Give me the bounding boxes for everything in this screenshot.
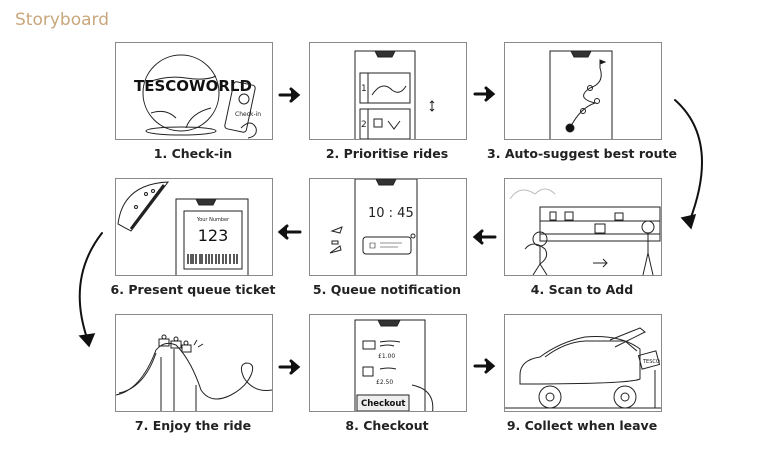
arrow-right-icon xyxy=(278,87,301,103)
step-label: 1. Check-in xyxy=(153,146,233,161)
step-label: 6. Present queue ticket xyxy=(110,282,276,297)
arrow-right-icon xyxy=(278,359,301,375)
checkout-tab-text: Checkout xyxy=(361,399,405,409)
step-label: 3. Auto-suggest best route xyxy=(487,146,677,161)
shop-scan-sketch xyxy=(509,188,661,275)
sketch-text: 10 : 45 xyxy=(368,206,414,221)
page-title: Storyboard xyxy=(15,10,109,30)
arrow-left-icon xyxy=(277,224,302,240)
arrow-right-icon xyxy=(473,86,496,102)
phone-ride-list-sketch: 1 2 xyxy=(354,50,435,139)
step-label: 7. Enjoy the ride xyxy=(134,418,252,433)
arrow-right-icon xyxy=(473,358,496,374)
storyboard-panel-collect: TESCO xyxy=(504,314,662,412)
curved-arrow-down-icon xyxy=(78,232,103,348)
sketch-text: £2.50 xyxy=(376,379,393,386)
sketch-text: Your Number xyxy=(196,217,230,223)
globe-sketch: TESCOWORLD Check-in xyxy=(134,54,261,139)
storyboard-panel-prioritise: 1 2 xyxy=(309,42,467,140)
rollercoaster-sketch xyxy=(116,334,272,411)
phone-notification-sketch: 10 : 45 xyxy=(329,179,418,275)
phone-checkout-sketch: £1.00 £2.50 Checkout xyxy=(354,319,434,411)
sketch-text: Check-in xyxy=(235,111,261,118)
storyboard-panel-queue-ticket: Your Number 123 xyxy=(115,178,273,276)
sketch-text: £1.00 xyxy=(378,353,395,360)
curved-arrow-down-icon xyxy=(674,99,703,230)
storyboard-panel-checkout: £1.00 £2.50 Checkout xyxy=(309,314,467,412)
ticket-sketch: Your Number 123 xyxy=(117,181,249,275)
storyboard-panel-route xyxy=(504,42,662,140)
step-label: 9. Collect when leave xyxy=(506,418,658,433)
step-label: 4. Scan to Add xyxy=(530,282,634,297)
sketch-text: 2 xyxy=(361,120,367,130)
step-label: 5. Queue notification xyxy=(312,282,462,297)
storyboard-panel-queue-notification: 10 : 45 xyxy=(309,178,467,276)
arrow-left-icon xyxy=(472,229,497,245)
car-collect-sketch: TESCO xyxy=(505,327,661,409)
sketch-text: 123 xyxy=(198,226,229,245)
step-label: 2. Prioritise rides xyxy=(325,146,449,161)
storyboard-panel-scan xyxy=(504,178,662,276)
storyboard-panel-ride xyxy=(115,314,273,412)
phone-route-sketch xyxy=(549,50,613,139)
sketch-text: TESCO xyxy=(642,359,660,365)
sketch-text: 1 xyxy=(361,84,367,94)
storyboard-panel-check-in: TESCOWORLD Check-in xyxy=(115,42,273,140)
step-label: 8. Checkout xyxy=(345,418,429,433)
sketch-text: TESCOWORLD xyxy=(134,77,252,95)
